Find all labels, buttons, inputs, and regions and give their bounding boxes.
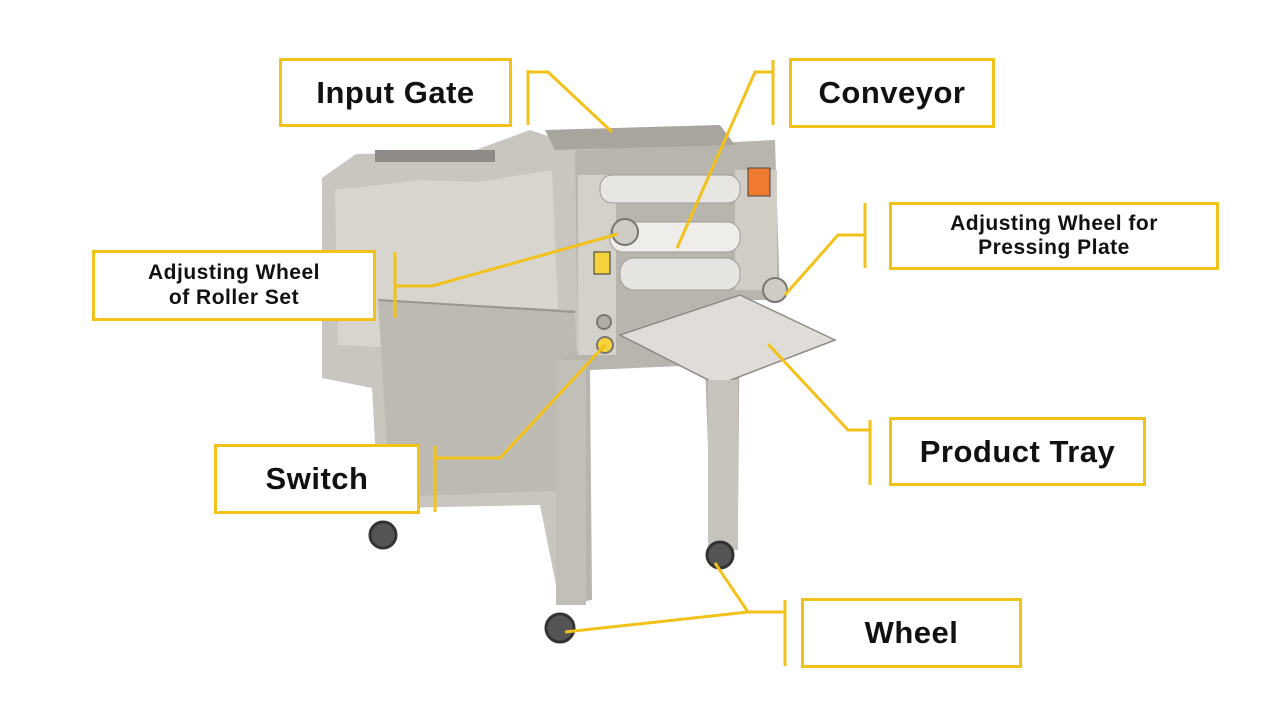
label-wheel: Wheel <box>801 598 1022 668</box>
leader-input-gate <box>526 70 614 134</box>
label-switch: Switch <box>214 444 420 514</box>
label-adjusting-wheel-pressing-plate: Adjusting Wheel for Pressing Plate <box>889 202 1219 270</box>
label-adjusting-wheel-pressing-plate-text: Adjusting Wheel for Pressing Plate <box>950 211 1158 259</box>
label-input-gate: Input Gate <box>279 58 512 127</box>
lower-side-panel <box>378 300 580 497</box>
leader-wheel <box>564 562 787 666</box>
leader-roller <box>393 232 619 318</box>
front-leg <box>556 360 586 605</box>
leader-conveyor <box>675 60 775 249</box>
callout-lines <box>393 60 872 666</box>
label-wheel-text: Wheel <box>864 615 959 651</box>
label-adjusting-wheel-roller-set: Adjusting Wheel of Roller Set <box>92 250 376 321</box>
rear-leg <box>708 380 738 550</box>
label-adjusting-wheel-roller-set-text: Adjusting Wheel of Roller Set <box>148 261 320 309</box>
caster-rear-left <box>368 520 398 550</box>
label-conveyor: Conveyor <box>789 58 995 128</box>
switch-button-2 <box>596 314 612 330</box>
leader-tray <box>766 342 872 485</box>
hopper-grate <box>375 150 495 162</box>
label-product-tray-text: Product Tray <box>919 433 1116 469</box>
tray <box>618 294 837 386</box>
plate-knob <box>762 277 788 303</box>
warning-sticker-1 <box>593 251 611 275</box>
label-input-gate-text: Input Gate <box>316 74 475 110</box>
label-conveyor-text: Conveyor <box>818 75 966 111</box>
panel-seam <box>377 299 576 313</box>
warning-sticker-2 <box>747 167 771 197</box>
top-hopper <box>545 125 735 150</box>
label-switch-text: Switch <box>265 461 369 497</box>
leader-switch <box>433 343 607 512</box>
label-product-tray: Product Tray <box>889 417 1146 486</box>
machine-body <box>322 125 837 644</box>
leader-plate <box>783 203 867 296</box>
caster-front-right <box>705 540 735 570</box>
roller-knob <box>611 218 639 246</box>
roller-lower <box>619 257 741 291</box>
roller-top <box>599 174 741 204</box>
caster-front-left <box>544 612 576 644</box>
